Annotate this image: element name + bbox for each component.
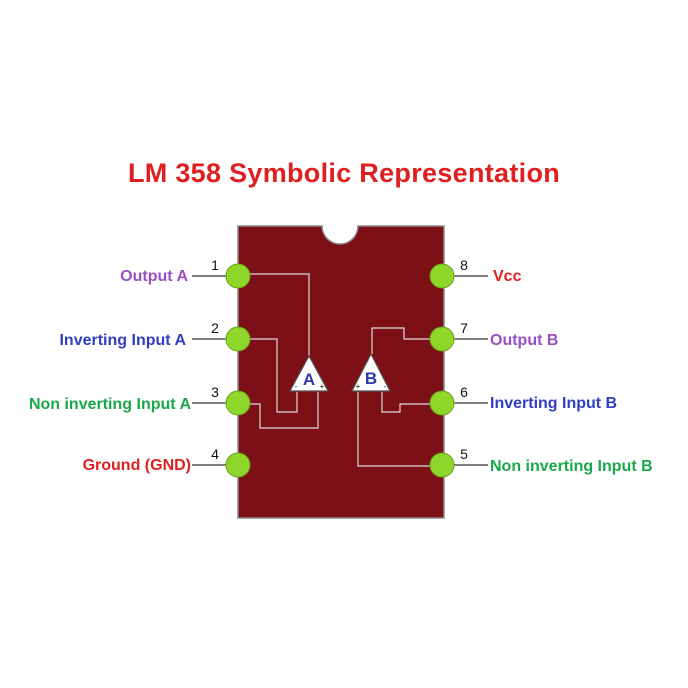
pin-8-pad [429, 263, 455, 289]
amplifier-a: A - + [288, 354, 330, 392]
pin-4-number: 4 [211, 446, 219, 462]
pin-6-number: 6 [460, 384, 468, 400]
pin-5-pad [429, 452, 455, 478]
pin-8-label: Vcc [493, 268, 522, 285]
pin-4-label: Ground (GND) [83, 457, 191, 474]
pin-3-label: Non inverting Input A [29, 396, 192, 413]
amplifier-b-plus: + [356, 382, 361, 391]
pin-2-number: 2 [211, 320, 219, 336]
diagram-title: LM 358 Symbolic Representation [127, 158, 561, 188]
pin-pads [225, 263, 455, 478]
pin-4-pad [225, 452, 251, 478]
pin-6-pad [429, 390, 455, 416]
pin-7-number: 7 [460, 320, 468, 336]
pin-8-number: 8 [460, 257, 468, 273]
pin-7-label: Output B [490, 332, 558, 349]
pin-3-pad [225, 390, 251, 416]
amplifier-b-letter: B [365, 369, 377, 388]
internal-wiring [250, 273, 440, 467]
pin-5-label: Non inverting Input B [490, 458, 653, 475]
pin-5-number: 5 [460, 446, 468, 462]
pin-leads [192, 275, 488, 466]
pin-2-label: Inverting Input A [59, 332, 186, 349]
amplifier-a-plus: + [320, 382, 325, 391]
amplifier-b: B + - [351, 352, 391, 392]
amplifier-a-minus: - [295, 382, 298, 391]
pin-3-number: 3 [211, 384, 219, 400]
pin-2-pad [225, 326, 251, 352]
pin-7-pad [429, 326, 455, 352]
amplifier-a-letter: A [303, 370, 315, 389]
pin-1-number: 1 [211, 257, 219, 273]
pin-1-label: Output A [120, 268, 188, 285]
pin-6-label: Inverting Input B [490, 395, 617, 412]
chip-body [237, 225, 445, 519]
amplifier-b-minus: - [384, 382, 387, 391]
pin-1-pad [225, 263, 251, 289]
